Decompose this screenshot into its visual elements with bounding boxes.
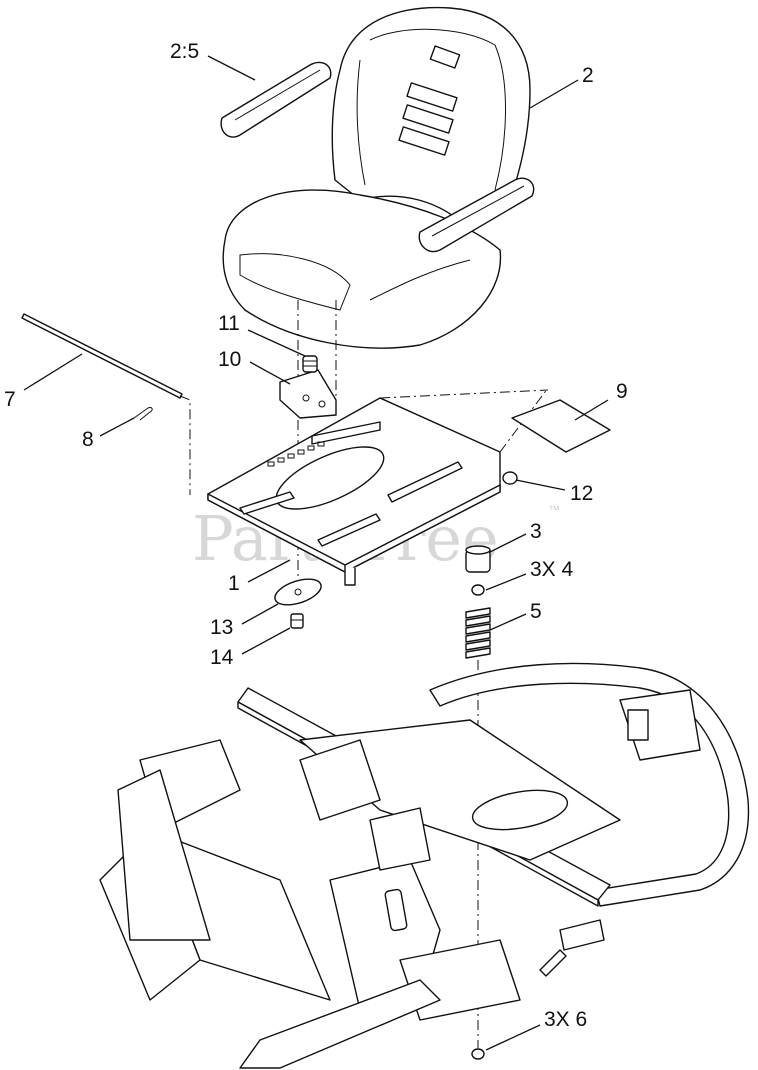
callout-7: 7 (4, 388, 16, 411)
callout-2-5: 2:5 (170, 40, 199, 63)
callout-10: 10 (218, 348, 241, 371)
bottom-bolt-icon[interactable] (471, 1048, 485, 1060)
callout-2: 2 (582, 64, 594, 87)
bracket-icon[interactable] (279, 369, 337, 419)
callout-5: 5 (530, 600, 542, 623)
callout-1: 1 (228, 572, 240, 595)
callout-12: 12 (570, 482, 593, 505)
seat-plate-icon[interactable] (207, 397, 501, 586)
spring-icon[interactable] (465, 607, 491, 659)
callout-3x4: 3X 4 (530, 558, 574, 581)
seat-icon[interactable] (220, 6, 535, 349)
nut-icon[interactable] (502, 471, 518, 485)
callout-13: 13 (210, 616, 233, 639)
callout-3: 3 (530, 520, 542, 543)
clip-icon[interactable] (302, 355, 318, 373)
decal-icon[interactable] (511, 399, 611, 453)
watermark-trademark: ™ (548, 503, 560, 517)
bolt-icon[interactable] (290, 613, 304, 629)
callout-3x6: 3X 6 (544, 1008, 587, 1031)
pin-icon[interactable] (133, 407, 153, 421)
small-nut-icon[interactable] (471, 584, 485, 596)
callout-11: 11 (218, 312, 240, 335)
bumper-icon[interactable] (465, 545, 491, 573)
rod-icon[interactable] (21, 313, 183, 399)
frame-icon[interactable] (99, 662, 750, 1069)
callout-14: 14 (210, 646, 234, 669)
callout-8: 8 (82, 428, 94, 451)
washer-icon[interactable] (272, 574, 324, 610)
callout-9: 9 (616, 380, 628, 403)
